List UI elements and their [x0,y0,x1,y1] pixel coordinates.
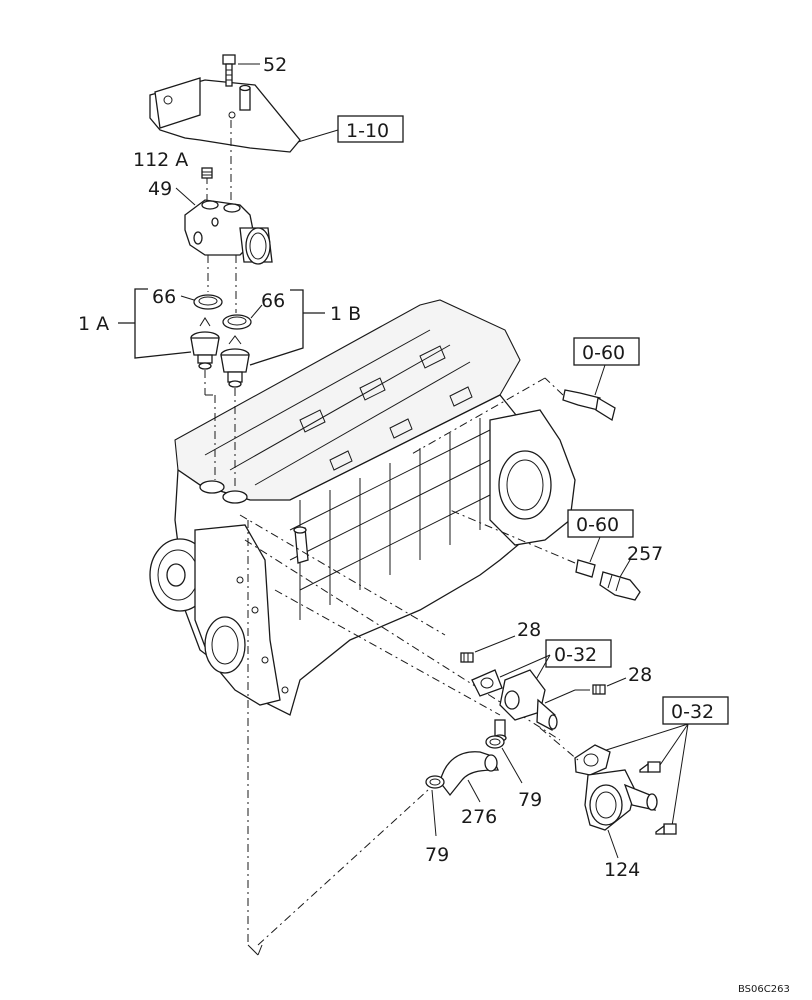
clamp-79-right [485,735,505,749]
housing-124 [574,744,658,831]
ref-0-60-mid: 0-60 [576,514,619,536]
bolt-52 [222,54,236,87]
callout-66-left: 66 [152,286,176,308]
callout-124: 124 [604,859,640,881]
ref-0-32-mid: 0-32 [554,644,597,666]
outlet-fitting [493,669,558,742]
callout-1a: 1 A [78,313,109,335]
bolt-lower [655,823,677,835]
thermostat-housing [184,199,273,265]
callout-28-left: 28 [517,619,541,641]
plug-28-right [592,684,606,695]
callout-257: 257 [627,543,663,565]
ref-1-10: 1-10 [346,120,389,142]
callout-52: 52 [263,54,287,76]
callout-28-right: 28 [628,664,652,686]
thermostat-1b [220,335,250,388]
bolt-upper [639,761,661,773]
ref-0-60-top: 0-60 [582,342,625,364]
callout-49: 49 [148,178,172,200]
callout-112a: 112 A [133,149,188,171]
gasket-plate [471,669,503,697]
thermostat-1a [190,317,220,370]
clamp-79-left [425,775,445,789]
hose-276 [439,751,499,797]
plug-28-left [460,652,474,663]
bracket-part [149,77,301,153]
adapter-fitting [575,559,596,578]
gasket-66-left [193,294,223,310]
engine-block [149,299,576,716]
callout-1b: 1 B [330,303,361,325]
callout-276: 276 [461,806,497,828]
drawing-code: BS06C263 [738,984,790,995]
callout-66-right: 66 [261,290,285,312]
callout-79-right: 79 [518,789,542,811]
ref-0-32-right: 0-32 [671,701,714,723]
sensor-257 [599,571,641,601]
gasket-66-right [222,314,252,330]
sensor-top [562,389,616,422]
callout-79-left: 79 [425,844,449,866]
